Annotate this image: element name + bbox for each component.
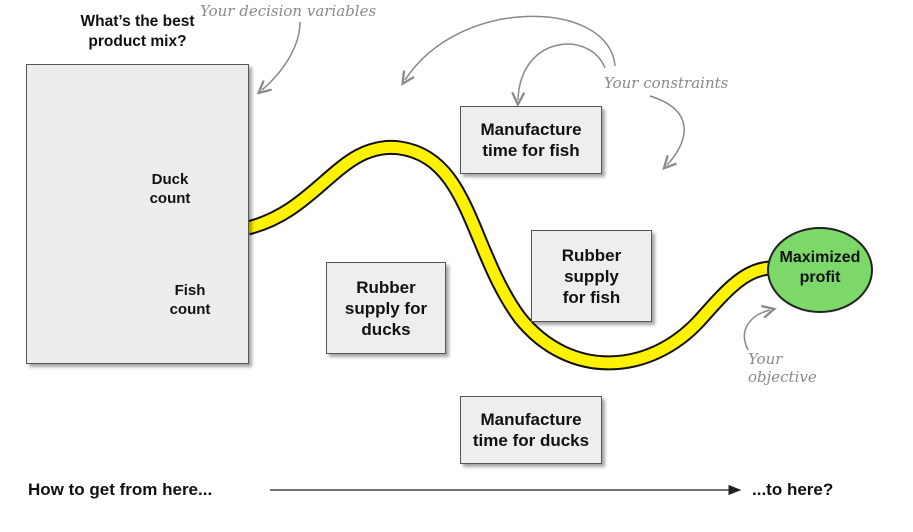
constraint-box-fish-rubber: Rubber supply for fish [531,230,652,322]
constraint-fish-rubber-line3: for fish [562,287,621,307]
decision-variables-note: Your decision variables [200,2,377,20]
objective-note-line1: Your [748,350,783,368]
goal-circle [767,227,873,313]
fish-label-line1: Fish [174,282,206,299]
constraint-duck-rubber-line1: Rubber [356,277,416,297]
constraints-note: Your constraints [604,74,729,92]
constraint-duck-rubber-line2: supply for [344,298,428,318]
constraint-duck-rubber-line3: ducks [361,319,411,339]
fish-label-line2: count [169,301,211,318]
duck-count-label: Duck count [140,170,200,208]
constraint-box-duck-time: Manufacture time for ducks [460,396,602,464]
goal-label-line1: Maximized [779,249,861,266]
objective-note-line2: objective [748,368,817,386]
constraint-fish-time-line1: Manufacture [480,120,582,139]
constraint-duck-time-line1: Manufacture [480,410,582,429]
product-mix-panel [26,64,249,364]
constraint-duck-time-line2: time for ducks [472,431,590,450]
duck-label-line2: count [149,190,191,207]
fish-count-label: Fish count [160,281,220,319]
constraint-fish-rubber-line2: supply [564,266,619,286]
constraint-fish-rubber-line1: Rubber [561,245,622,265]
panel-title-line1: What’s the best [80,13,195,30]
constraint-box-fish-time: Manufacture time for fish [460,106,602,174]
decision-variables-arrow [256,21,301,95]
panel-title-line2: product mix? [88,33,187,50]
constraints-arrow-left [401,15,616,86]
objective-note: Your objective [748,350,817,386]
goal-label-line2: profit [799,269,841,286]
constraint-fish-time-line2: time for fish [482,141,580,160]
footer-right-text: ...to here? [752,480,834,499]
objective-arrow [743,304,777,351]
constraints-arrow-middle [511,43,606,108]
duck-label-line1: Duck [151,171,189,188]
constraints-arrow-right [649,95,685,171]
footer-left-text: How to get from here... [28,480,213,499]
panel-title: What’s the best product mix? [26,12,249,52]
goal-label: Maximized profit [768,248,872,288]
constraint-box-duck-rubber: Rubber supply for ducks [326,262,446,354]
path-fill [246,141,773,369]
